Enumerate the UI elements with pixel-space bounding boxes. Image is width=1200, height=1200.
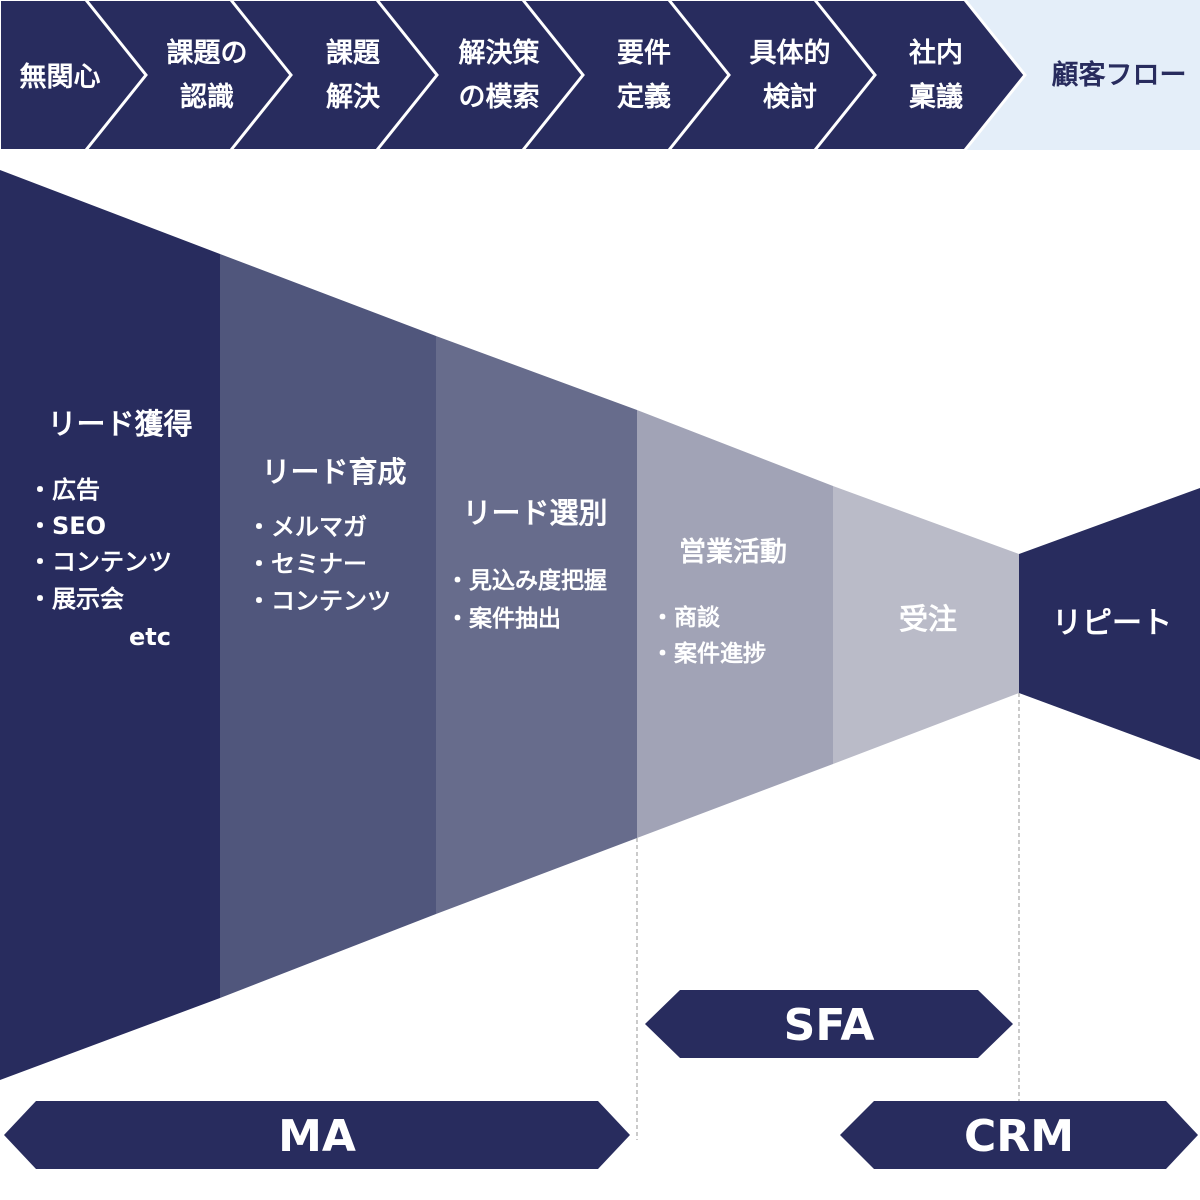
stage-title-order: 受注 xyxy=(899,602,957,636)
flow-step-label: 課題 xyxy=(326,37,381,69)
flow-step-label: 定義 xyxy=(617,81,671,113)
stage-item: ・コンテンツ xyxy=(28,548,172,576)
stage-title-lead-nurturing: リード育成 xyxy=(261,455,406,489)
flow-step-separator xyxy=(667,0,731,151)
funnel-stage-lead-qualification xyxy=(436,336,637,914)
stage-item: ・展示会 xyxy=(28,585,124,613)
stage-item: ・SEO xyxy=(28,512,106,540)
flow-step-separator xyxy=(963,0,1027,151)
funnel-stage-repeat xyxy=(1019,488,1200,760)
flow-step-separator xyxy=(375,0,439,151)
ma-banner xyxy=(4,1101,630,1169)
funnel-stage-lead-acquisition xyxy=(0,170,220,1080)
stage-title-lead-acquisition: リード獲得 xyxy=(47,407,192,441)
ma-label: MA xyxy=(278,1111,356,1162)
flow-step-label: 具体的 xyxy=(750,37,831,69)
stage-item: ・見込み度把握 xyxy=(446,567,607,594)
flow-step-separator xyxy=(813,0,877,151)
stage-item: ・案件進捗 xyxy=(651,640,766,667)
flow-step-label: 解決策 xyxy=(459,37,541,69)
sfa-label: SFA xyxy=(784,1000,875,1051)
flow-step-label: 解決 xyxy=(326,82,381,113)
flow-step-label: 検討 xyxy=(763,81,817,113)
stage-title-sales-activity: 営業活動 xyxy=(679,536,787,568)
stage-item: ・コンテンツ xyxy=(247,587,391,615)
funnel-stage-order xyxy=(833,486,1019,764)
stage-title-repeat: リピート xyxy=(1052,606,1172,641)
flow-step-label: 稟議 xyxy=(909,81,963,113)
funnel-stage-sales-activity xyxy=(637,410,833,838)
flow-step-label: 課題の xyxy=(167,37,248,69)
stage-item: ・メルマガ xyxy=(247,513,367,541)
stage-item: ・案件抽出 xyxy=(446,605,561,632)
flow-step-label: 社内 xyxy=(909,37,963,69)
stage-item: ・商談 xyxy=(651,604,721,631)
customer-flow-label-box xyxy=(965,0,1200,150)
stage-item: ・広告 xyxy=(28,476,100,504)
funnel-stage-lead-nurturing xyxy=(220,254,436,998)
crm-banner xyxy=(840,1101,1198,1169)
tool-banners: SFA MA CRM xyxy=(4,990,1198,1169)
flow-step-separator xyxy=(84,0,148,151)
flow-step-label: 認識 xyxy=(180,81,234,113)
funnel: リード獲得 ・広告 ・SEO ・コンテンツ ・展示会 etc リード育成 ・メル… xyxy=(0,170,1200,1080)
stage-item: ・セミナー xyxy=(247,550,367,578)
stage-note-etc: etc xyxy=(129,623,171,651)
crm-label: CRM xyxy=(964,1111,1074,1162)
sfa-banner xyxy=(645,990,1013,1058)
flow-step-label: の模索 xyxy=(459,82,540,113)
customer-flow-label: 顧客フロー xyxy=(1052,59,1187,91)
flow-step-label: 要件 xyxy=(617,38,671,69)
flow-step-separator xyxy=(521,0,585,151)
flow-step-label: 無関心 xyxy=(20,62,101,93)
stage-title-lead-qualification: リード選別 xyxy=(462,496,607,530)
flow-step-separator xyxy=(229,0,293,151)
